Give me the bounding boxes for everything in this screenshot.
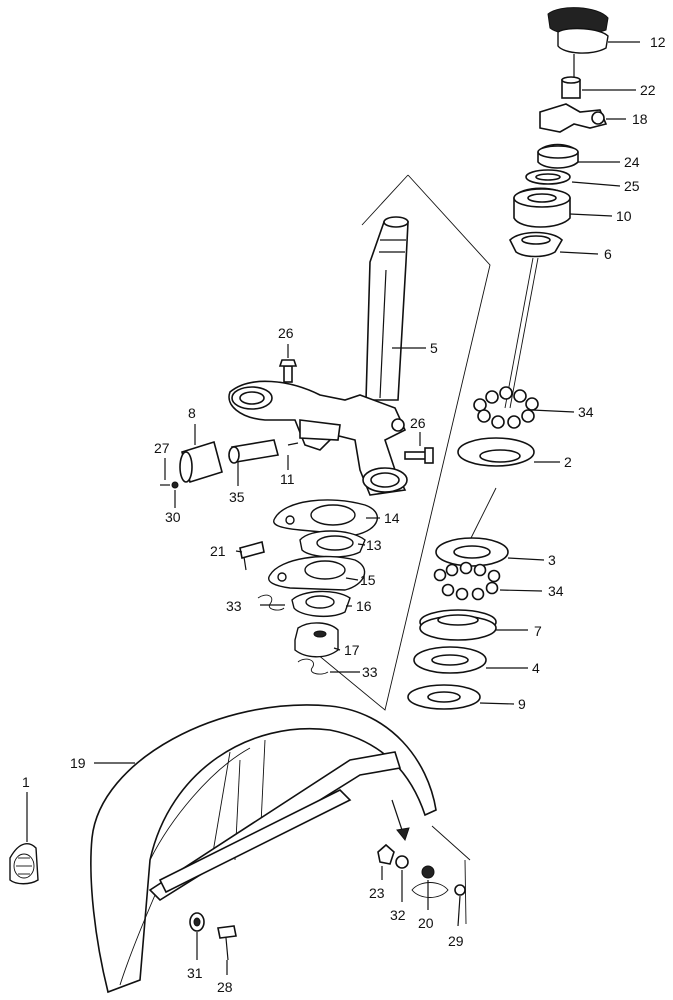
bracket-23[interactable] <box>377 843 395 865</box>
bolt-29[interactable] <box>431 825 471 925</box>
emblem-1[interactable] <box>9 843 39 885</box>
callout-33-lower: 33 <box>362 664 378 680</box>
seal-4[interactable] <box>413 646 487 674</box>
callout-3: 3 <box>548 552 556 568</box>
callout-31: 31 <box>187 965 203 981</box>
callout-26-upper: 26 <box>278 325 294 341</box>
callout-4: 4 <box>532 660 540 676</box>
bottom-bridge[interactable] <box>228 380 408 496</box>
callout-17: 17 <box>344 642 360 658</box>
cap-8[interactable] <box>179 440 223 484</box>
stem-nut-12[interactable] <box>547 7 609 78</box>
callout-7: 7 <box>534 623 542 639</box>
bracket-18[interactable] <box>539 103 608 133</box>
callout-22: 22 <box>640 82 656 98</box>
clip-33-upper[interactable] <box>257 594 285 611</box>
cone-6[interactable] <box>509 231 564 258</box>
gasket-16[interactable] <box>291 590 351 618</box>
assembly-frame <box>299 174 491 711</box>
callout-29: 29 <box>448 933 464 949</box>
bolt-28[interactable] <box>217 925 237 961</box>
washer-25[interactable] <box>525 169 571 185</box>
callout-1: 1 <box>22 774 30 790</box>
steering-stem[interactable] <box>365 216 409 401</box>
bolt-22[interactable] <box>561 76 581 99</box>
callout-18: 18 <box>632 111 648 127</box>
callout-34-lower: 34 <box>548 583 564 599</box>
nut-24[interactable] <box>537 143 579 169</box>
callout-13: 13 <box>366 537 382 553</box>
callout-24: 24 <box>624 154 640 170</box>
clip-33-lower[interactable] <box>297 658 329 675</box>
bolt-26-right[interactable] <box>404 447 434 464</box>
callout-23: 23 <box>369 885 385 901</box>
pin-11[interactable] <box>287 442 299 446</box>
callout-2: 2 <box>564 454 572 470</box>
washer-32[interactable] <box>395 855 409 869</box>
callout-9: 9 <box>518 696 526 712</box>
callout-12: 12 <box>650 34 666 50</box>
callout-14: 14 <box>384 510 400 526</box>
nut-20[interactable] <box>411 865 449 898</box>
callout-30: 30 <box>165 509 181 525</box>
screw-27[interactable] <box>160 481 179 489</box>
front-fender[interactable] <box>90 704 437 994</box>
collar-35[interactable] <box>228 439 279 464</box>
callout-33-upper: 33 <box>226 598 242 614</box>
plate-14[interactable] <box>273 499 378 536</box>
callout-8: 8 <box>188 405 196 421</box>
race-2[interactable] <box>457 437 535 467</box>
callout-19: 19 <box>70 755 86 771</box>
callout-26-right: 26 <box>410 415 426 431</box>
cover-17[interactable] <box>294 622 339 658</box>
washer-31[interactable] <box>189 912 205 932</box>
steel-balls-34-lower[interactable] <box>433 561 501 601</box>
callout-20: 20 <box>418 915 434 931</box>
bolt-26-upper[interactable] <box>278 359 298 383</box>
gasket-13[interactable] <box>299 530 366 558</box>
callout-5: 5 <box>430 340 438 356</box>
race-3[interactable] <box>435 537 509 567</box>
down-arrow <box>391 799 410 842</box>
callout-34-upper: 34 <box>578 404 594 420</box>
nut-10[interactable] <box>513 187 571 228</box>
callout-21: 21 <box>210 543 226 559</box>
callout-11: 11 <box>280 471 295 487</box>
callout-6: 6 <box>604 246 612 262</box>
leader-lines <box>26 41 640 975</box>
race-7[interactable] <box>419 609 497 641</box>
callout-28: 28 <box>217 979 233 995</box>
callout-labels: 12 22 18 24 25 10 6 5 34 2 3 34 7 4 9 14… <box>22 34 666 995</box>
assembly-axis <box>469 257 539 541</box>
callout-15: 15 <box>360 572 376 588</box>
washer-9[interactable] <box>407 684 481 710</box>
callout-27: 27 <box>154 440 170 456</box>
stud-21[interactable] <box>239 541 265 571</box>
callout-10: 10 <box>616 208 632 224</box>
callout-35: 35 <box>229 489 245 505</box>
callout-32: 32 <box>390 907 406 923</box>
callout-16: 16 <box>356 598 372 614</box>
steel-balls-34-upper[interactable] <box>473 386 539 429</box>
plate-15[interactable] <box>268 555 366 591</box>
callout-25: 25 <box>624 178 640 194</box>
